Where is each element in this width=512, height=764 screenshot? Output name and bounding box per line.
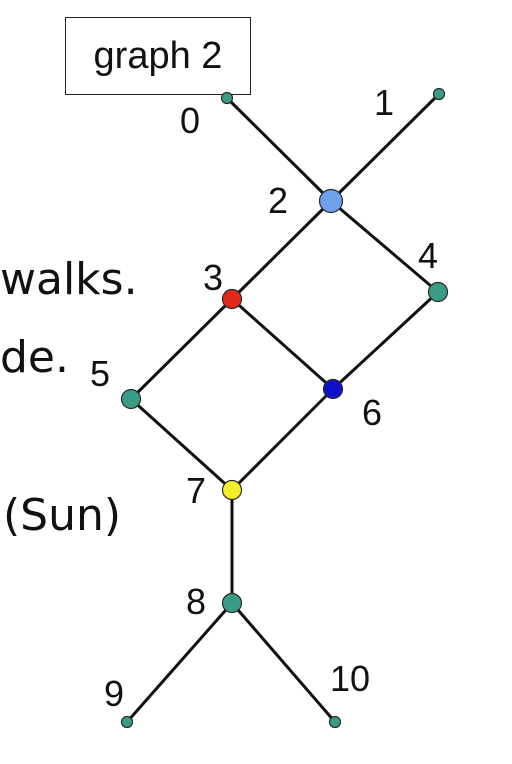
background-text-de: de. [0,332,69,383]
edge-2-4 [330,199,439,294]
background-text-walks: walks. [0,254,138,305]
node-label-8: 8 [186,581,206,622]
edge-5-7 [129,397,234,492]
node-label-6: 6 [362,392,382,433]
edge-0-2 [225,96,333,203]
node-7 [221,479,243,501]
edge-8-9 [125,602,234,723]
node-label-2: 2 [268,180,288,221]
node-label-10: 10 [330,658,370,699]
edge-8-10 [230,602,337,723]
node-label-0: 0 [180,100,200,141]
node-label-9: 9 [104,673,124,714]
node-0 [220,91,234,105]
node-6 [322,378,344,400]
node-1 [432,87,446,101]
node-label-1: 1 [374,82,394,123]
edge-2-3 [230,199,333,301]
node-9 [120,715,134,729]
node-label-7: 7 [186,470,206,511]
edge-3-6 [231,297,334,391]
edge-4-6 [331,290,440,391]
node-4 [427,281,449,303]
node-label-4: 4 [418,235,438,276]
node-label-3: 3 [203,257,223,298]
edge-3-5 [129,297,234,401]
graph-title-box: graph 2 [65,17,251,95]
node-3 [221,288,243,310]
graph-title: graph 2 [93,34,223,77]
node-5 [120,388,142,410]
background-text-sun: (Sun) [3,490,122,541]
edge-1-2 [329,92,441,203]
node-10 [328,715,342,729]
edge-6-7 [230,387,335,492]
node-label-5: 5 [90,353,110,394]
node-8 [221,592,243,614]
node-2 [318,188,344,214]
